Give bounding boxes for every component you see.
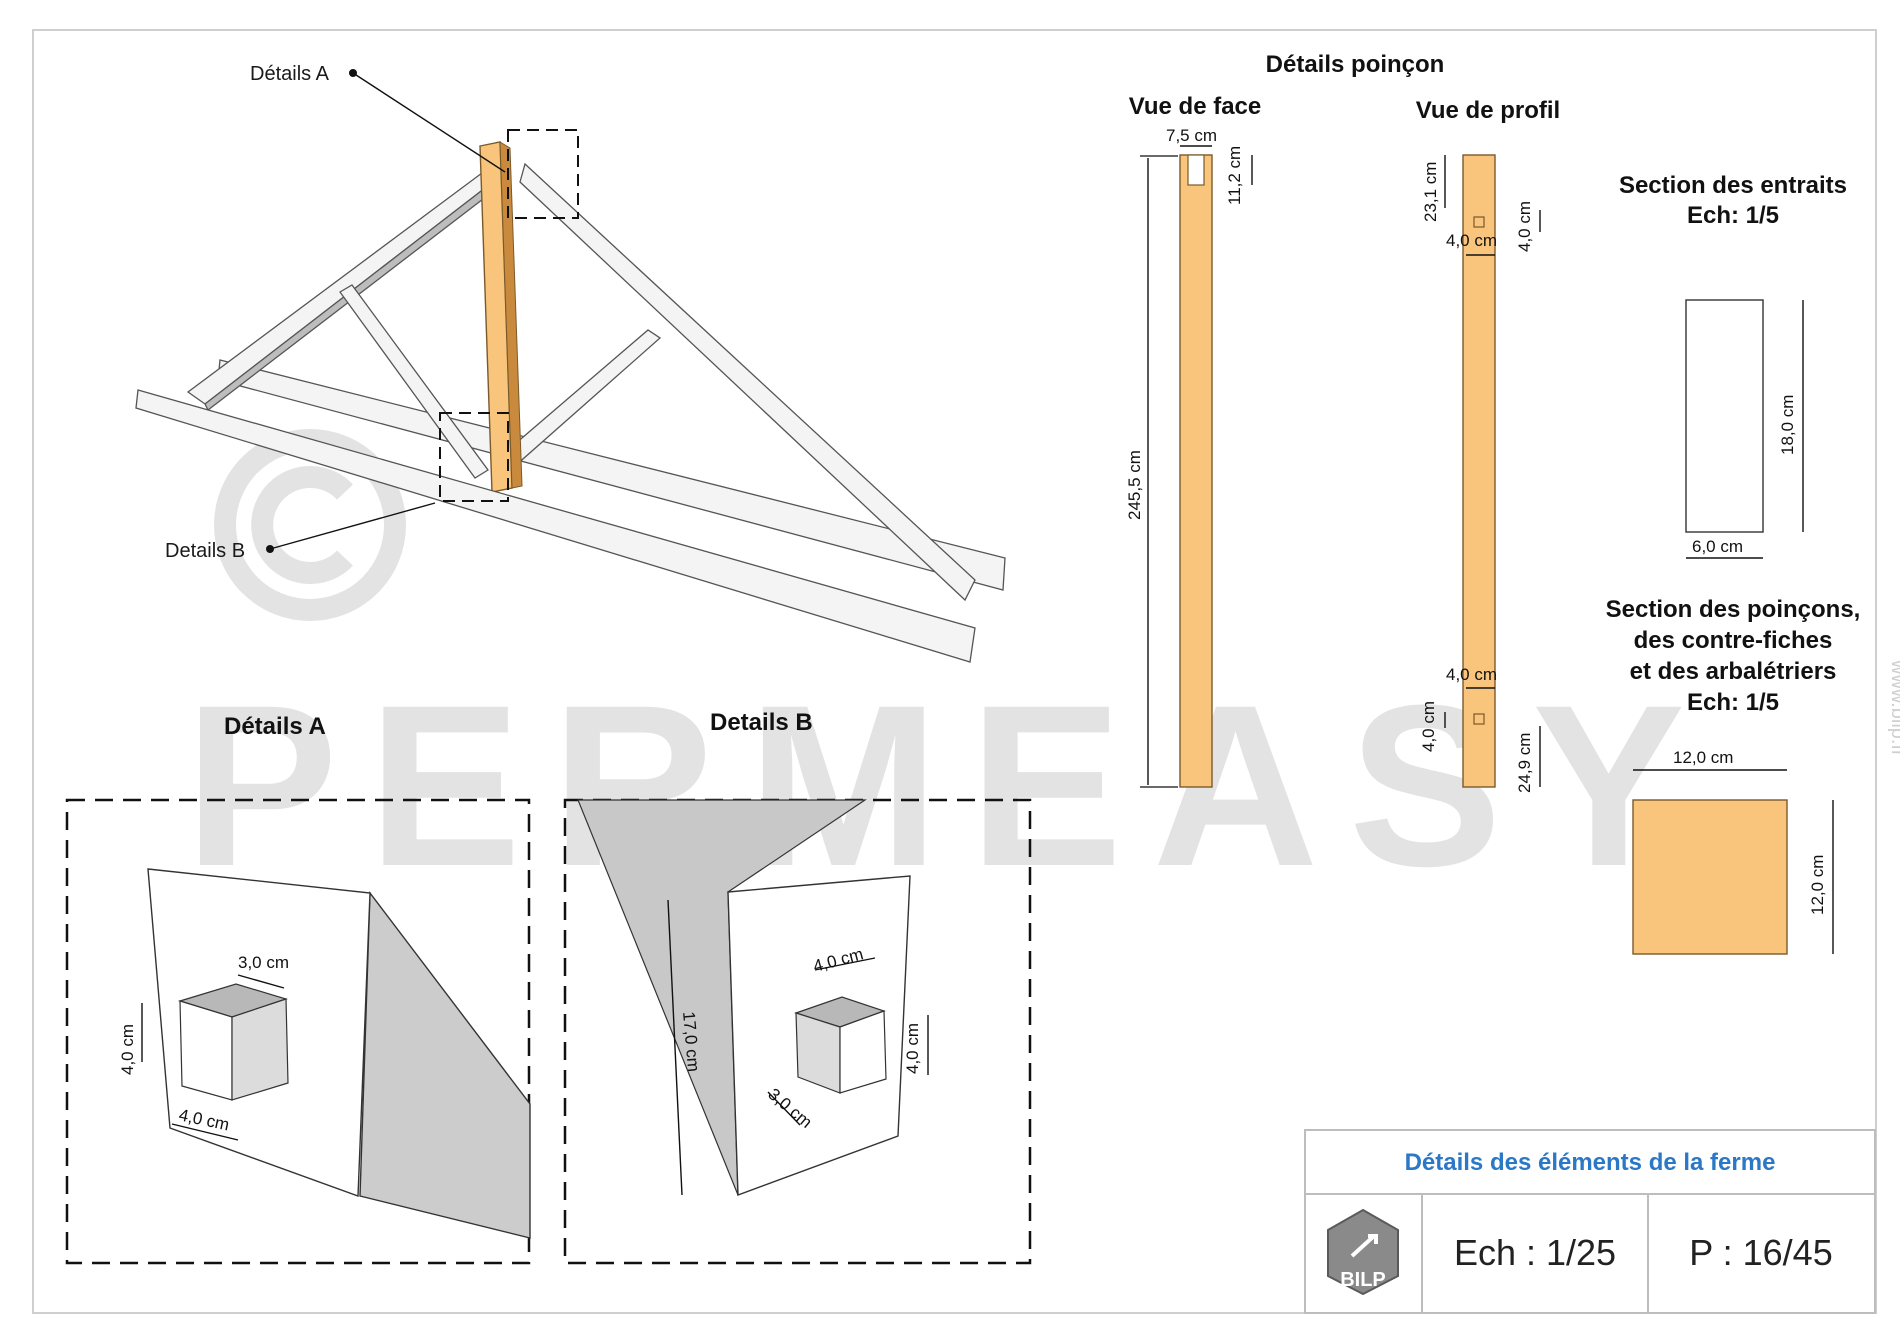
front-tie-beam	[135, 389, 976, 663]
profile-hole2: 4,0 cm	[1419, 701, 1438, 752]
detail-b: Details B 17,0 cm 4,0 cm 4,0 cm 3,0 cm	[563, 709, 1032, 1265]
poincons-title-2: des contre-fiches	[1634, 627, 1833, 654]
profile-view-post	[1462, 154, 1496, 788]
poincons-section	[1632, 799, 1788, 955]
profile-view-title: Vue de profil	[1416, 97, 1560, 124]
detail-a-width: 3,0 cm	[238, 953, 289, 972]
face-view-notch	[1187, 154, 1205, 186]
detail-a-width-arrow	[237, 974, 285, 989]
profile-hole1: 4,0 cm	[1515, 201, 1534, 252]
title-block-scale: Ech : 1/25	[1454, 1232, 1616, 1273]
poincons-height: 12,0 cm	[1808, 855, 1827, 915]
watermark: PERMEASY www.bilp.fr	[185, 429, 1900, 914]
title-block: Détails des éléments de la ferme BILP Ec…	[1304, 1129, 1876, 1314]
detail-a-height: 4,0 cm	[118, 1024, 137, 1075]
callout-b-dot	[266, 545, 274, 553]
face-view-post	[1179, 154, 1213, 788]
entraits-height: 18,0 cm	[1778, 395, 1797, 455]
title-block-page: P : 16/45	[1689, 1232, 1832, 1273]
section-entraits: Section des entraits Ech: 1/5 18,0 cm 6,…	[1619, 172, 1847, 559]
detail-a: Détails A 3,0 cm 4,0 cm 4,0 cm	[65, 713, 531, 1265]
callout-b-label: Details B	[165, 540, 245, 562]
poincon-details: Détails poinçon Vue de face 7,5 cm 11,2 …	[1125, 51, 1560, 793]
detail-a-mortise-left	[179, 1000, 233, 1101]
title-block-title: Détails des éléments de la ferme	[1405, 1149, 1776, 1176]
truss-perspective: Détails A Details B	[135, 63, 1006, 663]
entraits-scale: Ech: 1/5	[1687, 202, 1779, 229]
detail-b-mortise-right	[839, 1010, 887, 1094]
entraits-title: Section des entraits	[1619, 172, 1847, 199]
profile-hole2w: 4,0 cm	[1446, 665, 1497, 684]
left-rafter	[186, 169, 500, 405]
detail-a-title: Détails A	[224, 713, 326, 740]
callout-a-dot	[349, 69, 357, 77]
poincons-title-1: Section des poinçons,	[1606, 596, 1861, 623]
face-width: 7,5 cm	[1166, 126, 1217, 145]
profile-bottom: 24,9 cm	[1515, 733, 1534, 793]
section-poincons: Section des poinçons, des contre-fiches …	[1606, 596, 1861, 955]
face-view-title: Vue de face	[1129, 93, 1262, 120]
title-block-frame	[1304, 1129, 1876, 1314]
watermark-brand: PERMEASY	[185, 657, 1716, 914]
detail-b-title: Details B	[710, 709, 813, 736]
poincons-width: 12,0 cm	[1673, 748, 1733, 767]
left-strut	[339, 284, 489, 479]
profile-top: 23,1 cm	[1421, 162, 1440, 222]
detail-b-box	[439, 412, 509, 502]
detail-b-depth-arrow	[767, 1091, 801, 1126]
profile-hole-bottom	[1473, 713, 1485, 725]
detail-a-depth-arrow	[171, 1123, 239, 1141]
bilp-logo-icon: BILP	[1327, 1208, 1399, 1296]
callout-b-leader	[269, 502, 436, 550]
watermark-site: www.bilp.fr	[1887, 659, 1900, 757]
watermark-copyright-c	[251, 466, 353, 584]
detail-b-long-arrow	[667, 899, 683, 1196]
poincons-scale: Ech: 1/5	[1687, 689, 1779, 716]
right-strut	[507, 329, 662, 468]
detail-a-mortise-right	[231, 998, 289, 1101]
right-rafter	[519, 162, 976, 602]
profile-hole1w: 4,0 cm	[1446, 231, 1497, 250]
entraits-width: 6,0 cm	[1692, 537, 1743, 556]
detail-b-long: 17,0 cm	[679, 1011, 703, 1073]
face-notch: 11,2 cm	[1225, 146, 1244, 205]
detail-b-top-arrow	[814, 957, 876, 971]
detail-b-height: 4,0 cm	[903, 1023, 922, 1074]
logo-text: BILP	[1340, 1269, 1386, 1291]
sheet-frame	[32, 29, 1877, 1314]
detail-a-frame	[65, 798, 531, 1265]
entraits-section	[1685, 299, 1764, 533]
poincons-title-3: et des arbalétriers	[1630, 658, 1837, 685]
king-post-side	[499, 141, 523, 489]
profile-hole-top	[1473, 216, 1485, 228]
callout-a-leader	[352, 72, 506, 173]
poincon-title: Détails poinçon	[1266, 51, 1445, 78]
detail-a-shadow-face	[359, 891, 531, 1239]
detail-a-box	[507, 129, 579, 219]
callout-a-label: Détails A	[250, 63, 330, 85]
face-length: 245,5 cm	[1125, 450, 1144, 520]
